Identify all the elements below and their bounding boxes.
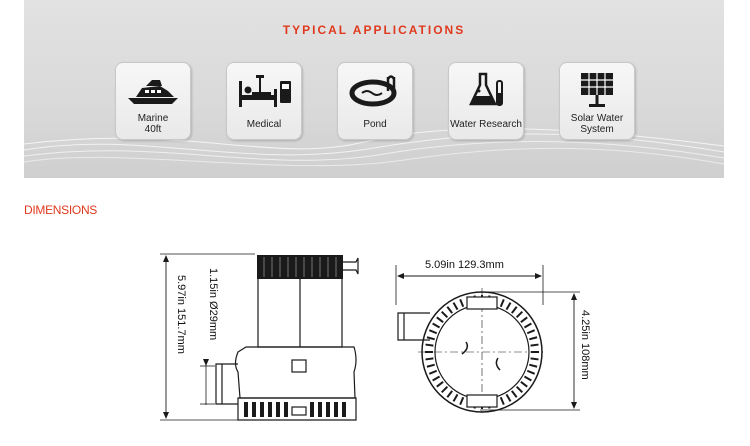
strainer-tooth bbox=[440, 310, 449, 319]
strainer-tooth bbox=[436, 381, 444, 388]
application-card-medical: Medical bbox=[226, 62, 302, 140]
hospital-bed-icon bbox=[239, 75, 291, 107]
strainer-tooth bbox=[426, 363, 435, 368]
strainer-tooth bbox=[511, 306, 518, 314]
pump-top-view bbox=[395, 265, 580, 416]
marine-sublabel: 40ft bbox=[144, 124, 162, 135]
strainer-tooth bbox=[425, 343, 434, 347]
strainer-tooth bbox=[432, 375, 441, 382]
strainer-tooth bbox=[459, 298, 465, 308]
application-card-solar: Solar Water System bbox=[559, 62, 635, 140]
application-card-water-research: Water Research bbox=[448, 62, 524, 140]
strainer-tooth bbox=[523, 322, 532, 329]
strainer-tooth bbox=[523, 375, 532, 382]
application-card-pond: Pond bbox=[337, 62, 413, 140]
strainer-tooth bbox=[436, 316, 444, 323]
strainer-tooth bbox=[428, 329, 438, 335]
strainer-tooth bbox=[452, 393, 459, 402]
width-label: 5.09in 129.3mm bbox=[425, 259, 504, 271]
applications-panel: TYPICAL APPLICATIONS Marine 40ft Medical bbox=[24, 0, 724, 178]
strainer-tooth bbox=[520, 316, 528, 323]
strainer-tooth bbox=[515, 310, 524, 319]
lab-flask-icon bbox=[469, 72, 503, 106]
strainer-tooth bbox=[515, 385, 524, 394]
strainer-tooth bbox=[452, 302, 459, 311]
medical-label: Medical bbox=[246, 119, 282, 130]
solar-sublabel: System bbox=[580, 124, 614, 135]
strainer-tooth bbox=[459, 396, 465, 406]
strainer-tooth bbox=[526, 329, 536, 335]
application-card-marine: Marine 40ft bbox=[115, 62, 191, 140]
yacht-icon bbox=[128, 80, 178, 104]
pond-icon bbox=[349, 75, 397, 107]
strainer-tooth bbox=[499, 396, 505, 406]
strainer-tooth bbox=[505, 302, 512, 311]
solar-panel-icon bbox=[581, 73, 613, 107]
depth-label: 4.25in 108mm bbox=[579, 310, 591, 380]
strainer-tooth bbox=[505, 393, 512, 402]
strainer-tooth bbox=[446, 306, 453, 314]
strainer-tooth bbox=[499, 298, 505, 308]
strainer-tooth bbox=[520, 381, 528, 388]
strainer-tooth bbox=[530, 357, 539, 361]
pump-side-view bbox=[160, 253, 359, 421]
strainer-tooth bbox=[529, 336, 538, 341]
strainer-tooth bbox=[529, 363, 538, 368]
pond-label: Pond bbox=[363, 119, 387, 130]
strainer-tooth bbox=[428, 369, 438, 375]
water-research-label: Water Research bbox=[450, 119, 522, 130]
strainer-tooth bbox=[511, 390, 518, 398]
strainer-tooth bbox=[432, 322, 441, 329]
strainer-tooth bbox=[426, 336, 435, 341]
solar-label: Solar Water bbox=[570, 113, 624, 124]
strainer-tooth bbox=[440, 385, 449, 394]
strainer-tooth bbox=[425, 357, 434, 361]
strainer-tooth bbox=[446, 390, 453, 398]
strainer-tooth bbox=[526, 369, 536, 375]
dimensions-title: DIMENSIONS bbox=[24, 203, 98, 217]
marine-label: Marine bbox=[137, 113, 169, 124]
outlet-label: 1.15in Ø29mm bbox=[207, 268, 219, 340]
strainer-tooth bbox=[530, 343, 539, 347]
height-label: 5.97in 151.7mm bbox=[175, 275, 187, 354]
applications-title: TYPICAL APPLICATIONS bbox=[282, 23, 466, 37]
